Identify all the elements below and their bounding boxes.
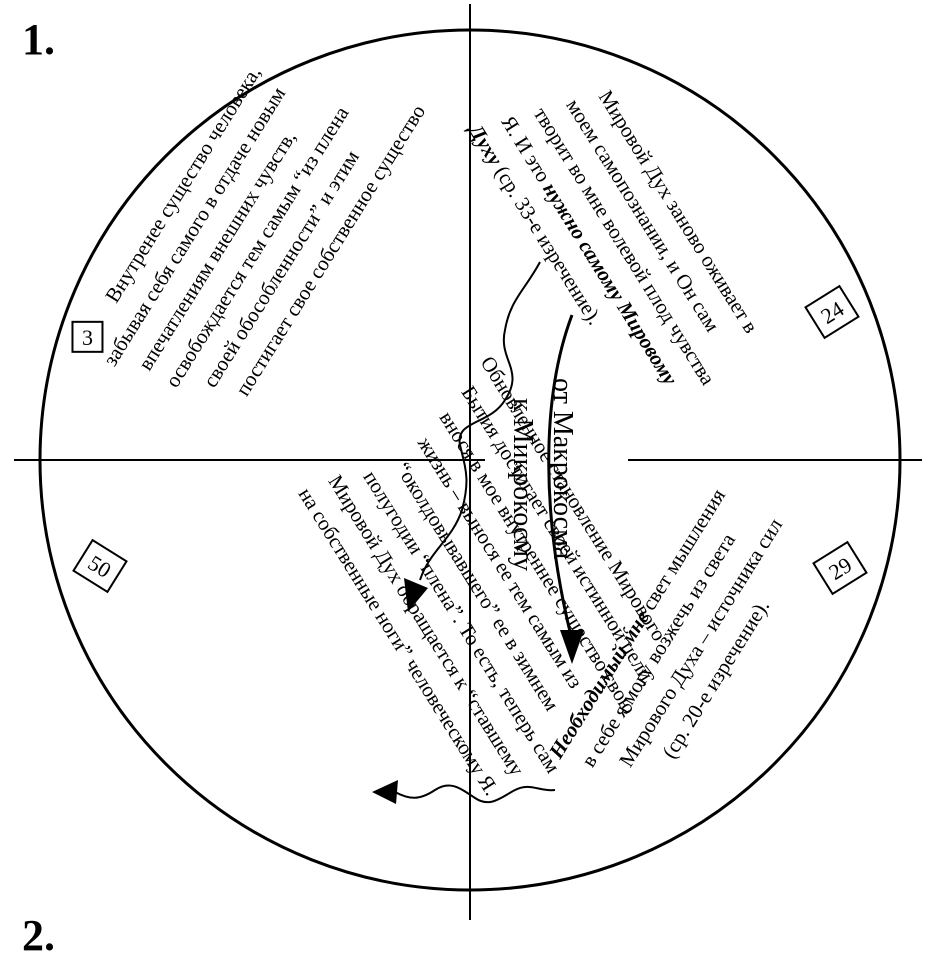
center-caption-line2: к Микрокосму [507, 398, 538, 571]
wavy-arrow-center [419, 261, 541, 581]
badge-50 [72, 538, 128, 594]
wavy-arrowhead-center [404, 578, 428, 612]
quadrant-top-left: 3 Внутренее существо человека, забывая с… [71, 62, 430, 400]
main-curved-arrow [547, 314, 574, 641]
center-caption-line1: от Макрокосма [547, 378, 578, 560]
badge-3 [71, 320, 104, 353]
badge-24 [804, 284, 860, 340]
main-arrowhead [560, 630, 584, 664]
wavy-arrow-bottom [394, 784, 556, 804]
wavy-arrowhead-bottom [372, 780, 398, 804]
svg-text:3: 3 [82, 325, 93, 350]
figure-label-1: 1. [22, 15, 55, 64]
badge-29 [812, 540, 868, 596]
figure-label-2: 2. [22, 911, 55, 960]
